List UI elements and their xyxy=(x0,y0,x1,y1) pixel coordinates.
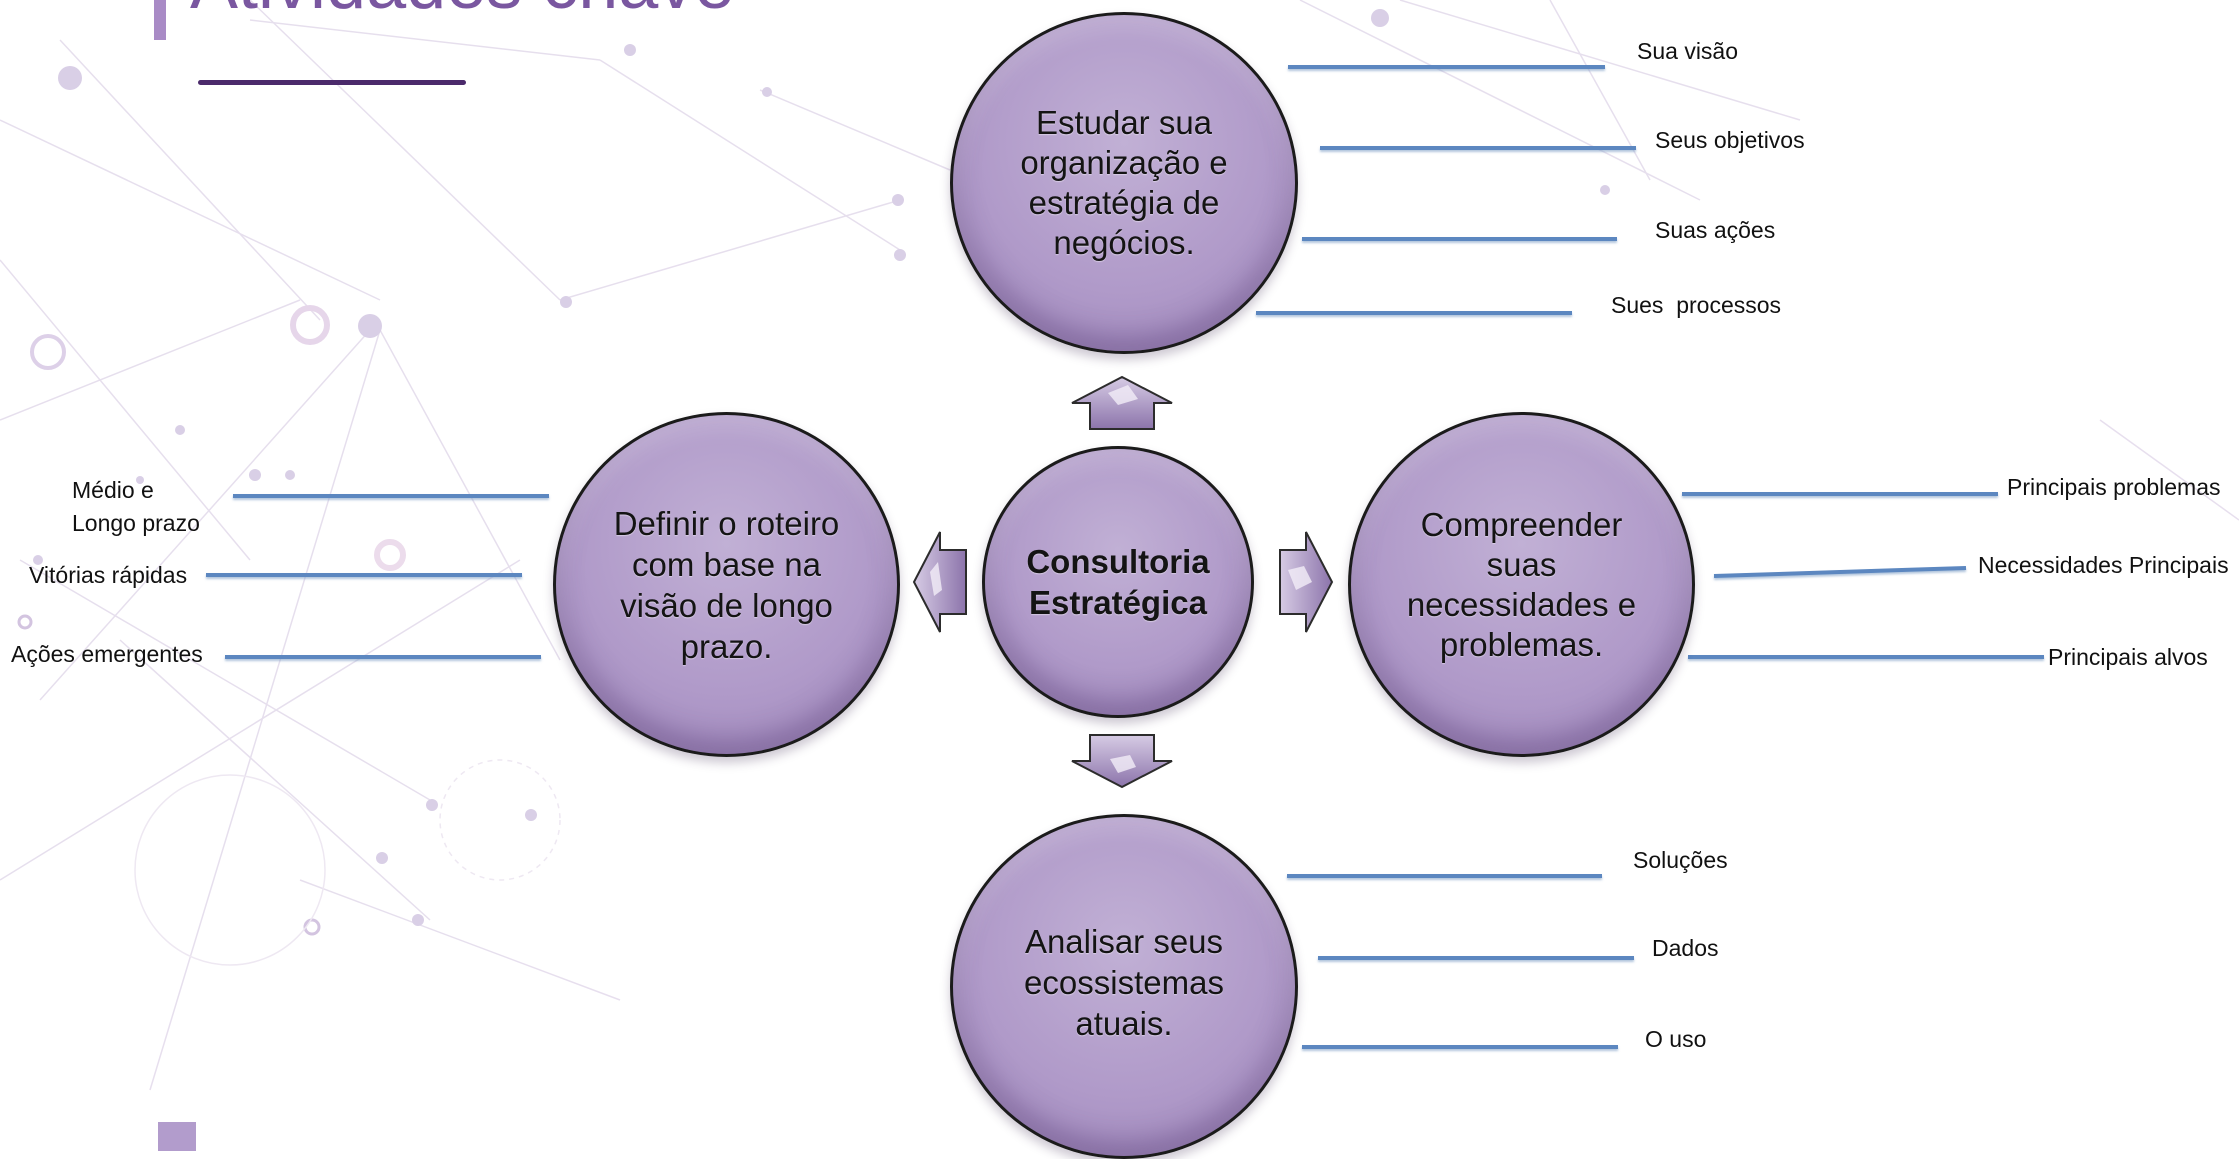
title-accent-bar xyxy=(154,0,166,40)
item-label: Sues processos xyxy=(1611,292,1782,318)
item-label: Vitórias rápidas xyxy=(29,562,188,588)
node-define-roadmap: Definir o roteiro com base na visão de l… xyxy=(553,412,900,757)
node-label: Definir o roteiro com base na visão de l… xyxy=(613,504,840,665)
slide-number-marker xyxy=(158,1122,196,1151)
center-label: Consultoria Estratégica xyxy=(1026,543,1210,621)
page-title: Atividades chave xyxy=(190,0,734,20)
item-label: O uso xyxy=(1645,1026,1707,1052)
item-label: Dados xyxy=(1652,935,1719,961)
item-label: Ações emergentes xyxy=(11,641,203,667)
node-center-consulting: Consultoria Estratégica xyxy=(982,446,1254,718)
item-label: Suas ações xyxy=(1655,217,1776,243)
arrow-left-icon xyxy=(912,531,967,633)
node-label: Compreender suas necessidades e problema… xyxy=(1406,505,1637,663)
item-label: Principais problemas xyxy=(2007,474,2221,500)
title-underline xyxy=(198,80,466,85)
item-label: Necessidades Principais xyxy=(1978,552,2229,578)
node-analyze-ecosystems: Analisar seus ecossistemas atuais. xyxy=(950,814,1298,1159)
arrow-down-icon xyxy=(1071,734,1173,789)
item-label: Soluções xyxy=(1633,847,1728,873)
node-label: Analisar seus ecossistemas atuais. xyxy=(1024,923,1224,1042)
item-label: Médio e Longo prazo xyxy=(72,477,200,536)
node-study-organization: Estudar sua organização e estratégia de … xyxy=(950,12,1298,354)
item-label: Seus objetivos xyxy=(1655,127,1805,153)
arrow-up-icon xyxy=(1071,375,1173,430)
arrow-right-icon xyxy=(1279,531,1334,633)
connector-line xyxy=(1713,566,1967,578)
item-label: Principais alvos xyxy=(2048,644,2208,670)
node-label: Estudar sua organização e estratégia de … xyxy=(1020,104,1228,261)
item-label: Sua visão xyxy=(1637,38,1739,64)
node-understand-needs: Compreender suas necessidades e problema… xyxy=(1348,412,1695,757)
